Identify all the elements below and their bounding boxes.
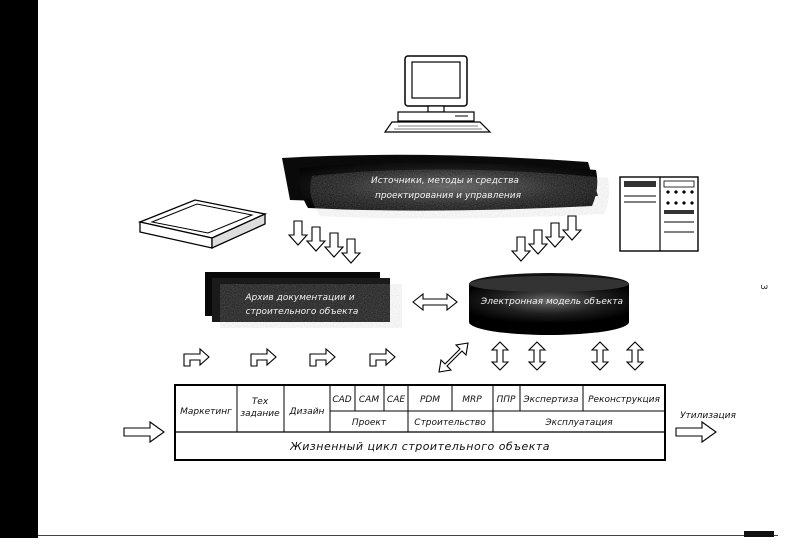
cell-design: Дизайн [289,407,325,417]
diagonal-arrow [438,342,469,373]
archive-line2: строительного объекта [246,307,359,317]
output-arrow [675,420,717,444]
cell-cam: CAM [359,395,379,405]
cabinet-icon [619,176,699,252]
cell-reconstruction: Реконструкция [588,395,660,405]
methods-line1: Источники, методы и средства [371,176,519,186]
bottom-mark [744,531,774,537]
down-arrows-left [288,220,361,264]
cell-marketing: Маркетинг [180,407,232,417]
cell-construction: Строительство [414,418,486,428]
model-block: Электронная модель объекта [469,273,629,335]
cell-cad: CAD [332,395,351,405]
cell-operation: Эксплуатация [544,418,613,428]
down-arrows-right [511,215,582,262]
archive-line1: Архив документации и [244,293,354,303]
lifecycle-table: Маркетинг Тех задание Дизайн CAD CAM CAE… [174,384,666,461]
cell-expertise: Экспертиза [522,395,578,405]
computer-icon [383,55,492,133]
cell-cae: CAE [387,395,405,405]
cell-mrp: MRP [462,395,482,405]
cell-tech-line2: задание [240,409,280,419]
lifecycle-label: Жизненный цикл строительного объекта [289,440,550,453]
input-arrow [123,420,165,444]
left-black-bar [0,0,38,538]
cell-dpr: ППР [497,395,517,405]
cell-project: Проект [352,418,387,428]
methods-block: Источники, методы и средства проектирова… [282,154,610,219]
archive-model-arrow [412,292,458,312]
updown-arrows [491,341,644,371]
bottom-rule [38,535,778,536]
cell-pdm: PDM [420,395,440,405]
archive-block: Архив документации и строительного объек… [205,272,402,328]
model-label: Электронная модель объекта [480,297,623,307]
utilization-label: Утилизация [680,411,736,421]
bent-arrows [183,348,396,367]
scanner-icon [137,199,268,250]
cell-tech-line1: Тех [252,397,269,407]
methods-line2: проектирования и управления [375,191,522,201]
